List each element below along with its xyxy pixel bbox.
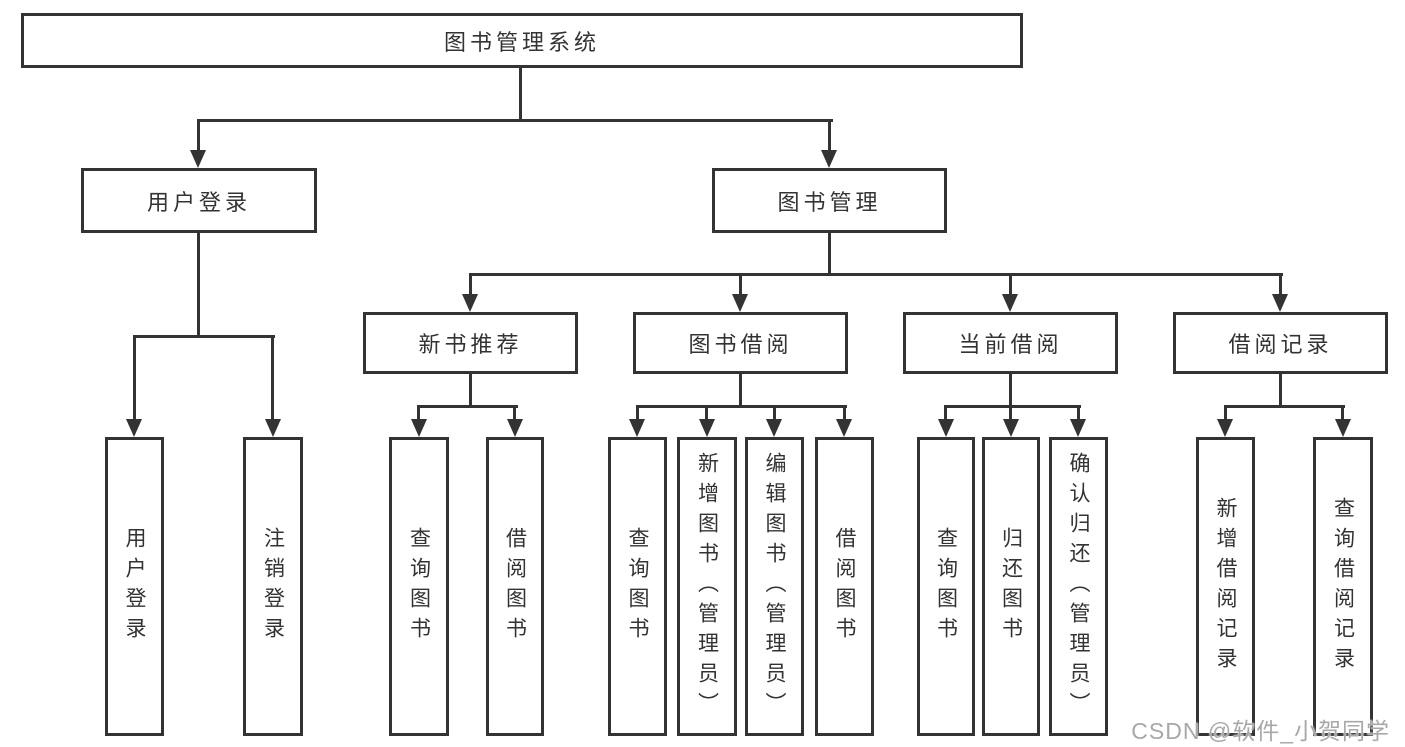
connector-drop-new-book bbox=[469, 276, 472, 296]
node-library-management-system: 图书管理系统 bbox=[21, 13, 1023, 68]
leaf-query-books-borrowing: 查询图书 bbox=[608, 437, 667, 736]
arrowhead bbox=[836, 419, 852, 437]
leaf-return-books: 归还图书 bbox=[982, 437, 1040, 736]
connector-drop bbox=[417, 408, 420, 419]
leaf-label: 用户登录 bbox=[123, 526, 146, 647]
connector-borrow-records-rail bbox=[1224, 405, 1345, 408]
arrowhead-user-login bbox=[190, 150, 206, 168]
arrowhead bbox=[699, 419, 715, 437]
connector-current-borrow-stem bbox=[1009, 374, 1012, 408]
connector-borrow-records-stem bbox=[1279, 374, 1282, 408]
leaf-label: 新增借阅记录 bbox=[1214, 496, 1237, 677]
leaf-label: 查询图书 bbox=[626, 526, 649, 647]
node-book-borrowing: 图书借阅 bbox=[633, 312, 848, 374]
node-label: 用户登录 bbox=[146, 189, 251, 215]
arrowhead bbox=[938, 419, 954, 437]
connector-drop-logout-leaf bbox=[271, 338, 274, 419]
arrowhead-login-leaf bbox=[126, 419, 142, 437]
node-label: 图书管理 bbox=[777, 189, 882, 215]
connector-book-management-stem bbox=[828, 233, 831, 276]
connector-level2-rail bbox=[197, 119, 833, 122]
leaf-query-books-current: 查询图书 bbox=[917, 437, 975, 736]
connector-user-login-stem bbox=[197, 233, 200, 338]
connector-root-stem bbox=[519, 68, 522, 122]
node-current-borrowing: 当前借阅 bbox=[903, 312, 1118, 374]
arrowhead bbox=[1335, 419, 1351, 437]
arrowhead bbox=[1003, 419, 1019, 437]
node-book-management-branch: 图书管理 bbox=[712, 168, 947, 233]
arrowhead-current-borrow bbox=[1002, 294, 1018, 312]
node-label: 当前借阅 bbox=[958, 332, 1063, 357]
connector-book-borrow-rail bbox=[636, 405, 847, 408]
arrowhead bbox=[629, 419, 645, 437]
leaf-label: 新增图书（管理员） bbox=[695, 451, 719, 722]
leaf-query-books-recommend: 查询图书 bbox=[389, 437, 449, 736]
leaf-add-borrow-record: 新增借阅记录 bbox=[1196, 437, 1255, 736]
arrowhead bbox=[1070, 419, 1086, 437]
leaf-query-borrow-record: 查询借阅记录 bbox=[1313, 437, 1373, 736]
connector-user-login-rail bbox=[133, 335, 275, 338]
connector-drop bbox=[773, 408, 776, 419]
node-user-login-branch: 用户登录 bbox=[81, 168, 317, 233]
arrowhead-book-management bbox=[821, 150, 837, 168]
leaf-edit-books-admin: 编辑图书（管理员） bbox=[745, 437, 804, 736]
leaf-label: 确认归还（管理员） bbox=[1067, 451, 1090, 722]
connector-drop bbox=[1009, 408, 1012, 419]
csdn-watermark: CSDN @软件_小贺同学 bbox=[1131, 718, 1390, 744]
connector-drop-login-leaf bbox=[133, 338, 136, 419]
leaf-label: 查询图书 bbox=[407, 526, 431, 647]
connector-drop bbox=[944, 408, 947, 419]
connector-drop bbox=[1341, 408, 1344, 419]
leaf-label: 查询借阅记录 bbox=[1331, 496, 1355, 677]
node-label: 图书管理系统 bbox=[443, 29, 600, 55]
connector-drop-book-management bbox=[828, 122, 831, 152]
node-label: 新书推荐 bbox=[418, 332, 523, 357]
connector-drop-user-login bbox=[197, 122, 200, 152]
leaf-label: 编辑图书（管理员） bbox=[763, 451, 786, 722]
connector-level3-rail bbox=[469, 273, 1283, 276]
arrowhead bbox=[766, 419, 782, 437]
leaf-label: 借阅图书 bbox=[503, 526, 527, 647]
arrowhead-borrow-records bbox=[1272, 294, 1288, 312]
node-borrowing-records: 借阅记录 bbox=[1173, 312, 1388, 374]
connector-current-borrow-rail bbox=[944, 405, 1081, 408]
connector-book-borrow-stem bbox=[739, 374, 742, 408]
leaf-label: 查询图书 bbox=[934, 526, 958, 647]
leaf-confirm-return-admin: 确认归还（管理员） bbox=[1049, 437, 1108, 736]
arrowhead bbox=[411, 419, 427, 437]
leaf-user-login: 用户登录 bbox=[105, 437, 164, 736]
leaf-label: 借阅图书 bbox=[833, 526, 856, 647]
node-new-book-recommend: 新书推荐 bbox=[363, 312, 578, 374]
arrowhead-book-borrow bbox=[732, 294, 748, 312]
leaf-add-books-admin: 新增图书（管理员） bbox=[677, 437, 737, 736]
connector-drop bbox=[513, 408, 516, 419]
connector-new-book-rail bbox=[417, 405, 518, 408]
connector-drop-current-borrow bbox=[1009, 276, 1012, 296]
leaf-borrow-books-recommend: 借阅图书 bbox=[486, 437, 544, 736]
leaf-logout: 注销登录 bbox=[243, 437, 303, 736]
connector-new-book-stem bbox=[469, 374, 472, 408]
leaf-label: 归还图书 bbox=[999, 526, 1023, 647]
leaf-borrow-books: 借阅图书 bbox=[815, 437, 874, 736]
arrowhead bbox=[507, 419, 523, 437]
arrowhead-new-book bbox=[462, 294, 478, 312]
connector-drop bbox=[1077, 408, 1080, 419]
arrowhead bbox=[1217, 419, 1233, 437]
connector-drop-borrow-records bbox=[1279, 276, 1282, 296]
leaf-label: 注销登录 bbox=[261, 526, 285, 647]
arrowhead-logout-leaf bbox=[265, 419, 281, 437]
node-label: 借阅记录 bbox=[1228, 332, 1333, 357]
connector-drop bbox=[636, 408, 639, 419]
connector-drop-book-borrow bbox=[739, 276, 742, 296]
connector-drop bbox=[705, 408, 708, 419]
connector-drop bbox=[843, 408, 846, 419]
connector-drop bbox=[1224, 408, 1227, 419]
node-label: 图书借阅 bbox=[688, 332, 793, 357]
